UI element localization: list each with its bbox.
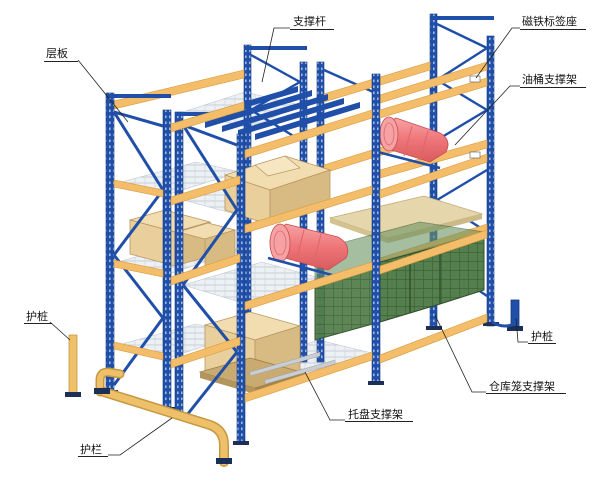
leader-label-seat [475, 27, 520, 79]
guard-post-left [65, 334, 81, 397]
leader-drum-support [454, 85, 520, 146]
label-pallet-support-frame: 托盘支撑架 [348, 408, 403, 421]
leader-guard-rail [108, 417, 173, 456]
underline [24, 323, 52, 324]
label-shelf-board: 层板 [46, 47, 68, 60]
underline [78, 456, 108, 457]
leader-lines [49, 27, 528, 456]
oil-drums [267, 116, 449, 277]
underline [520, 29, 586, 30]
label-seats [469, 75, 481, 159]
underline [345, 421, 413, 422]
guard-rail [94, 367, 232, 467]
front-beams [113, 77, 488, 403]
label-magnetic-label-seat: 磁铁标签座 [522, 15, 577, 28]
leader-guard-left [49, 321, 71, 341]
guard-post-right [491, 299, 523, 331]
leader-shelf-board [77, 59, 129, 123]
label-cage-support-frame: 仓库笼支撑架 [489, 380, 555, 393]
underline [520, 87, 586, 88]
pallet-support-bars [249, 351, 336, 385]
leader-cage-support [434, 314, 486, 393]
underline [528, 343, 556, 344]
underline [486, 393, 566, 394]
label-guard-post-left: 护桩 [26, 310, 48, 323]
label-drum-support-frame: 油桶支撑架 [522, 73, 577, 86]
label-guard-post-right: 护桩 [531, 330, 553, 343]
label-brace-bar: 支撑杆 [293, 15, 326, 28]
underline [44, 61, 78, 62]
underline [290, 29, 334, 30]
leader-brace-bar [261, 27, 290, 83]
leader-guard-right [515, 317, 528, 343]
drum-upper [377, 116, 449, 163]
label-guard-rail: 护栏 [80, 443, 102, 456]
drum-lower [269, 223, 349, 271]
leader-pallet-support [304, 371, 345, 421]
